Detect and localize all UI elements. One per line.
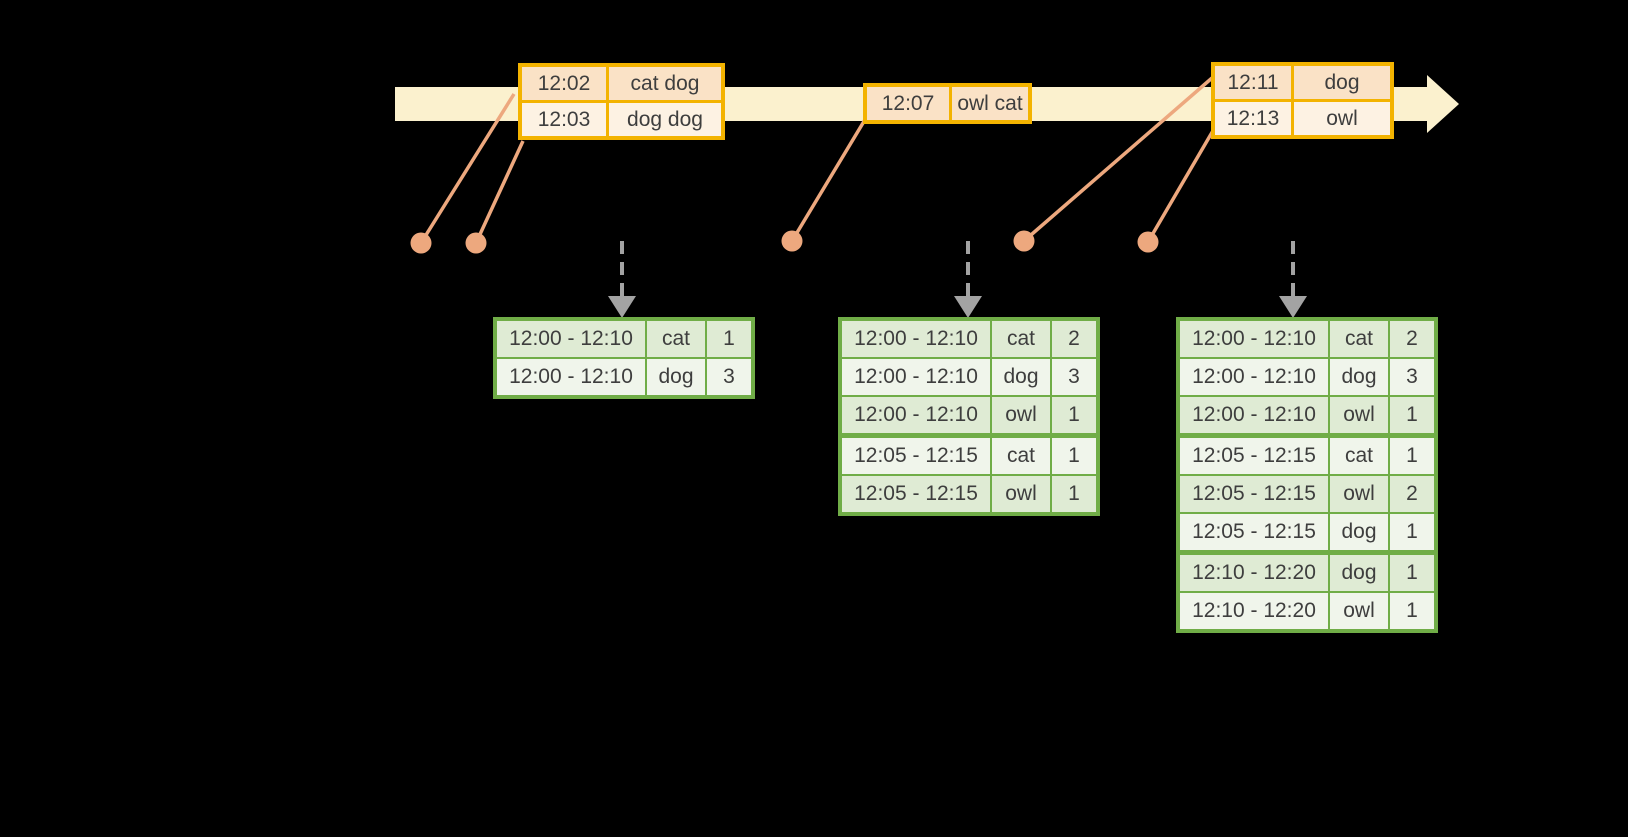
table-row: 12:00 - 12:10 dog 3 xyxy=(1180,359,1434,395)
table-row: 12:05 - 12:15 cat 1 xyxy=(842,438,1096,474)
word-cell: cat xyxy=(1330,321,1388,357)
event-time-cell: 12:11 xyxy=(1215,66,1291,99)
count-cell: 1 xyxy=(1052,438,1096,474)
table-row: 12:11 dog xyxy=(1215,66,1390,99)
table-row: 12:00 - 12:10 owl 1 xyxy=(842,397,1096,433)
event-dot xyxy=(1137,231,1159,253)
event-words-cell: dog dog xyxy=(609,103,721,136)
table-row: 12:13 owl xyxy=(1215,102,1390,135)
event-time-cell: 12:02 xyxy=(522,67,606,100)
result-table-2: 12:00 - 12:10 cat 2 12:00 - 12:10 dog 3 … xyxy=(838,317,1100,516)
window-cell: 12:00 - 12:10 xyxy=(842,359,990,395)
table-row: 12:00 - 12:10 dog 3 xyxy=(842,359,1096,395)
window-cell: 12:05 - 12:15 xyxy=(842,476,990,512)
word-cell: dog xyxy=(647,359,705,395)
table-row: 12:00 - 12:10 owl 1 xyxy=(1180,397,1434,433)
table-row: 12:05 - 12:15 cat 1 xyxy=(1180,438,1434,474)
event-words-cell: dog xyxy=(1294,66,1390,99)
window-cell: 12:05 - 12:15 xyxy=(1180,514,1328,550)
trigger-arrow xyxy=(954,241,982,318)
table-row: 12:00 - 12:10 cat 2 xyxy=(1180,321,1434,357)
window-cell: 12:10 - 12:20 xyxy=(1180,555,1328,591)
event-time-cell: 12:03 xyxy=(522,103,606,136)
word-cell: cat xyxy=(647,321,705,357)
event-words-cell: cat dog xyxy=(609,67,721,100)
table-row: 12:00 - 12:10 dog 3 xyxy=(497,359,751,395)
result-table-3: 12:00 - 12:10 cat 2 12:00 - 12:10 dog 3 … xyxy=(1176,317,1438,633)
word-cell: cat xyxy=(992,321,1050,357)
table-row: 12:02 cat dog xyxy=(522,67,721,100)
window-cell: 12:10 - 12:20 xyxy=(1180,593,1328,629)
event-dot xyxy=(465,232,487,254)
count-cell: 1 xyxy=(1390,555,1434,591)
event-connector-line xyxy=(419,93,516,244)
table-row: 12:10 - 12:20 owl 1 xyxy=(1180,593,1434,629)
event-dot xyxy=(410,232,432,254)
count-cell: 1 xyxy=(1390,438,1434,474)
word-cell: owl xyxy=(992,397,1050,433)
word-cell: owl xyxy=(1330,476,1388,512)
table-row: 12:00 - 12:10 cat 2 xyxy=(842,321,1096,357)
window-cell: 12:00 - 12:10 xyxy=(1180,321,1328,357)
word-cell: owl xyxy=(1330,593,1388,629)
table-row: 12:05 - 12:15 dog 1 xyxy=(1180,514,1434,550)
word-cell: dog xyxy=(1330,359,1388,395)
trigger-arrow xyxy=(1279,241,1307,318)
word-cell: dog xyxy=(1330,514,1388,550)
event-connector-line xyxy=(1146,128,1216,243)
table-row: 12:03 dog dog xyxy=(522,103,721,136)
window-cell: 12:00 - 12:10 xyxy=(1180,397,1328,433)
window-cell: 12:00 - 12:10 xyxy=(497,359,645,395)
event-time-cell: 12:07 xyxy=(867,87,949,120)
window-cell: 12:00 - 12:10 xyxy=(1180,359,1328,395)
count-cell: 1 xyxy=(1052,476,1096,512)
table-row: 12:00 - 12:10 cat 1 xyxy=(497,321,751,357)
count-cell: 1 xyxy=(1390,397,1434,433)
trigger-arrow xyxy=(608,241,636,318)
word-cell: cat xyxy=(992,438,1050,474)
window-cell: 12:00 - 12:10 xyxy=(842,321,990,357)
event-dot xyxy=(1013,230,1035,252)
count-cell: 3 xyxy=(1052,359,1096,395)
event-table-3: 12:11 dog 12:13 owl xyxy=(1211,62,1394,139)
word-cell: dog xyxy=(992,359,1050,395)
word-cell: dog xyxy=(1330,555,1388,591)
window-cell: 12:00 - 12:10 xyxy=(497,321,645,357)
event-dot xyxy=(781,230,803,252)
count-cell: 2 xyxy=(1390,321,1434,357)
event-connector-line xyxy=(474,140,525,244)
table-row: 12:05 - 12:15 owl 1 xyxy=(842,476,1096,512)
event-connector-line xyxy=(790,117,868,242)
event-words-cell: owl xyxy=(1294,102,1390,135)
count-cell: 1 xyxy=(1390,593,1434,629)
event-table-1: 12:02 cat dog 12:03 dog dog xyxy=(518,63,725,140)
window-cell: 12:00 - 12:10 xyxy=(842,397,990,433)
count-cell: 2 xyxy=(1052,321,1096,357)
count-cell: 2 xyxy=(1390,476,1434,512)
window-cell: 12:05 - 12:15 xyxy=(1180,476,1328,512)
event-words-cell: owl cat xyxy=(952,87,1028,120)
table-row: 12:10 - 12:20 dog 1 xyxy=(1180,555,1434,591)
count-cell: 1 xyxy=(1052,397,1096,433)
word-cell: owl xyxy=(992,476,1050,512)
window-cell: 12:05 - 12:15 xyxy=(1180,438,1328,474)
word-cell: owl xyxy=(1330,397,1388,433)
event-table-2: 12:07 owl cat xyxy=(863,83,1032,124)
result-table-1: 12:00 - 12:10 cat 1 12:00 - 12:10 dog 3 xyxy=(493,317,755,399)
count-cell: 1 xyxy=(707,321,751,357)
count-cell: 3 xyxy=(1390,359,1434,395)
window-cell: 12:05 - 12:15 xyxy=(842,438,990,474)
table-row: 12:05 - 12:15 owl 2 xyxy=(1180,476,1434,512)
event-time-cell: 12:13 xyxy=(1215,102,1291,135)
event-connector-line xyxy=(1022,76,1214,243)
table-row: 12:07 owl cat xyxy=(867,87,1028,120)
word-cell: cat xyxy=(1330,438,1388,474)
count-cell: 1 xyxy=(1390,514,1434,550)
count-cell: 3 xyxy=(707,359,751,395)
